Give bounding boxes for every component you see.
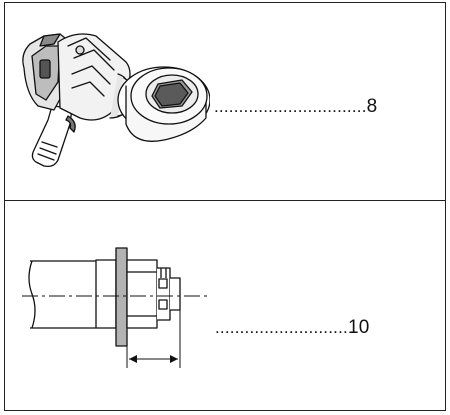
label-value: 10 <box>347 317 370 338</box>
flange-measurement-diagram <box>22 247 210 368</box>
figure-panel <box>4 2 446 411</box>
value-label-bottom: ...........................10 <box>215 317 369 339</box>
value-label-top: ...............................8 <box>214 96 377 118</box>
label-leader-dots: ........................... <box>215 318 348 337</box>
label-leader-dots: ............................... <box>214 97 367 116</box>
label-value: 8 <box>366 96 378 117</box>
section-divider <box>5 200 445 201</box>
impact-wrench-icon <box>22 33 210 168</box>
